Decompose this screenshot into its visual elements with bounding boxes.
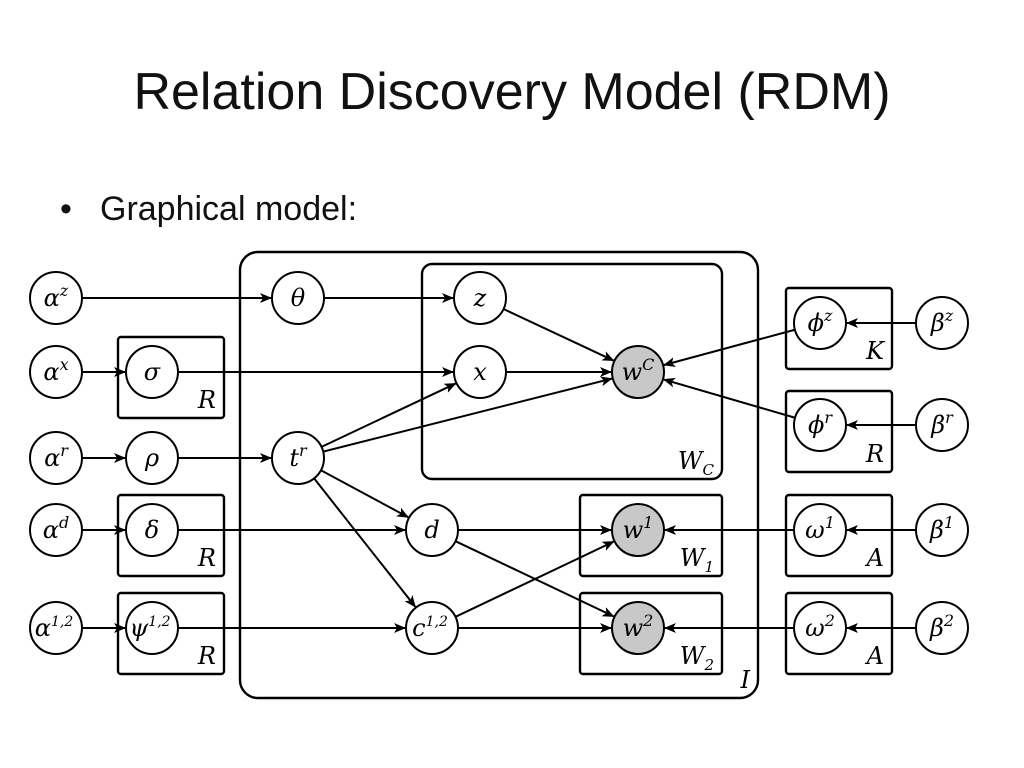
node-phi-r: ϕr xyxy=(793,398,847,452)
edge-phi-z-to-w-C xyxy=(663,328,796,367)
plate-sigma: R xyxy=(116,335,226,420)
node-label: ϕz xyxy=(808,306,833,337)
node-beta-r: βr xyxy=(915,398,969,452)
node-label: δ xyxy=(145,516,159,544)
plate-label: K xyxy=(865,337,886,365)
plate-omega2: A xyxy=(784,591,894,676)
edge-z-to-w-C xyxy=(503,308,615,362)
node-label: β1 xyxy=(929,513,954,544)
plate-label: R xyxy=(197,386,216,414)
node-label: αr xyxy=(44,441,69,472)
edge-c-12-to-w-1 xyxy=(455,540,615,618)
node-omega-1: ω1 xyxy=(793,503,847,557)
node-beta-1: β1 xyxy=(915,503,969,557)
node-c-12: c1,2 xyxy=(405,601,459,655)
plate-delta: R xyxy=(116,493,226,578)
node-label: βr xyxy=(930,408,954,439)
node-rho: ρ xyxy=(125,431,179,485)
node-alpha-r: αr xyxy=(29,431,83,485)
plate-label: R xyxy=(865,440,884,468)
plate-label: A xyxy=(865,544,884,572)
bullet-item: • Graphical model: xyxy=(60,190,357,229)
node-sigma: σ xyxy=(125,345,179,399)
bullet-dot-icon: • xyxy=(60,190,72,228)
plate-phi-z: K xyxy=(784,286,894,371)
slide-title: Relation Discovery Model (RDM) xyxy=(133,63,891,121)
node-label: z xyxy=(473,284,487,312)
plate-label: R xyxy=(197,642,216,670)
node-label: x xyxy=(473,358,487,386)
node-label: d xyxy=(424,516,439,544)
edge-t-r-to-c-12 xyxy=(313,477,417,608)
node-alpha-x: αx xyxy=(29,345,83,399)
node-label: α1,2 xyxy=(35,614,74,642)
node-beta-2: β2 xyxy=(915,601,969,655)
node-z: z xyxy=(453,271,507,325)
node-label: w2 xyxy=(623,611,654,642)
node-beta-z: βz xyxy=(915,296,969,350)
node-psi-12: ψ1,2 xyxy=(125,601,179,655)
node-label: ω1 xyxy=(805,513,835,544)
node-label: ρ xyxy=(144,444,159,472)
plate-WC: WC xyxy=(420,262,724,481)
plate-label: WC xyxy=(678,447,715,479)
node-label: σ xyxy=(144,358,161,386)
node-w-2: w2 xyxy=(611,601,665,655)
node-label: c1,2 xyxy=(412,614,448,642)
node-label: ω2 xyxy=(805,611,835,642)
edge-t-r-to-w-C xyxy=(322,376,613,453)
node-label: w1 xyxy=(623,513,654,544)
node-label: β2 xyxy=(929,611,954,642)
edge-phi-r-to-w-C xyxy=(662,377,796,419)
edge-t-r-to-d xyxy=(320,469,410,519)
node-label: αx xyxy=(43,355,68,386)
bullet-text: Graphical model: xyxy=(100,190,358,228)
node-label: tr xyxy=(289,441,308,472)
node-theta: θ xyxy=(271,271,325,325)
node-w-C: wC xyxy=(611,345,665,399)
edges-layer xyxy=(82,293,916,633)
plate-psi: R xyxy=(116,591,226,676)
node-x: x xyxy=(453,345,507,399)
node-label: αd xyxy=(43,513,69,544)
plate-W1: W1 xyxy=(578,493,724,578)
node-d: d xyxy=(405,503,459,557)
plate-label: W1 xyxy=(680,544,714,576)
plate-label: R xyxy=(197,544,216,572)
plate-W2: W2 xyxy=(578,591,724,676)
plate-omega1: A xyxy=(784,493,894,578)
nodes-layer: αz αx αr αd α1,2 σ ρ δ ψ1,2 θ tr z x wC d c1,2 w1 w2 ϕz ϕr ω… xyxy=(29,271,969,655)
node-alpha-12: α1,2 xyxy=(29,601,83,655)
plate-phi-r: R xyxy=(784,389,894,474)
node-label: ϕr xyxy=(808,408,833,439)
node-label: ψ1,2 xyxy=(129,614,170,642)
node-omega-2: ω2 xyxy=(793,601,847,655)
node-w-1: w1 xyxy=(611,503,665,557)
node-label: αz xyxy=(44,281,69,312)
plate-label: A xyxy=(865,642,884,670)
plate-label: I xyxy=(740,666,751,694)
edge-t-r-to-x xyxy=(321,382,457,448)
plate-I: I xyxy=(238,250,760,700)
node-delta: δ xyxy=(125,503,179,557)
node-phi-z: ϕz xyxy=(793,296,847,350)
node-alpha-d: αd xyxy=(29,503,83,557)
plate-label: W2 xyxy=(680,642,714,674)
node-alpha-z: αz xyxy=(29,271,83,325)
node-t-r: tr xyxy=(271,431,325,485)
node-label: wC xyxy=(622,355,655,386)
node-label: θ xyxy=(291,284,306,312)
node-label: βz xyxy=(930,306,954,337)
